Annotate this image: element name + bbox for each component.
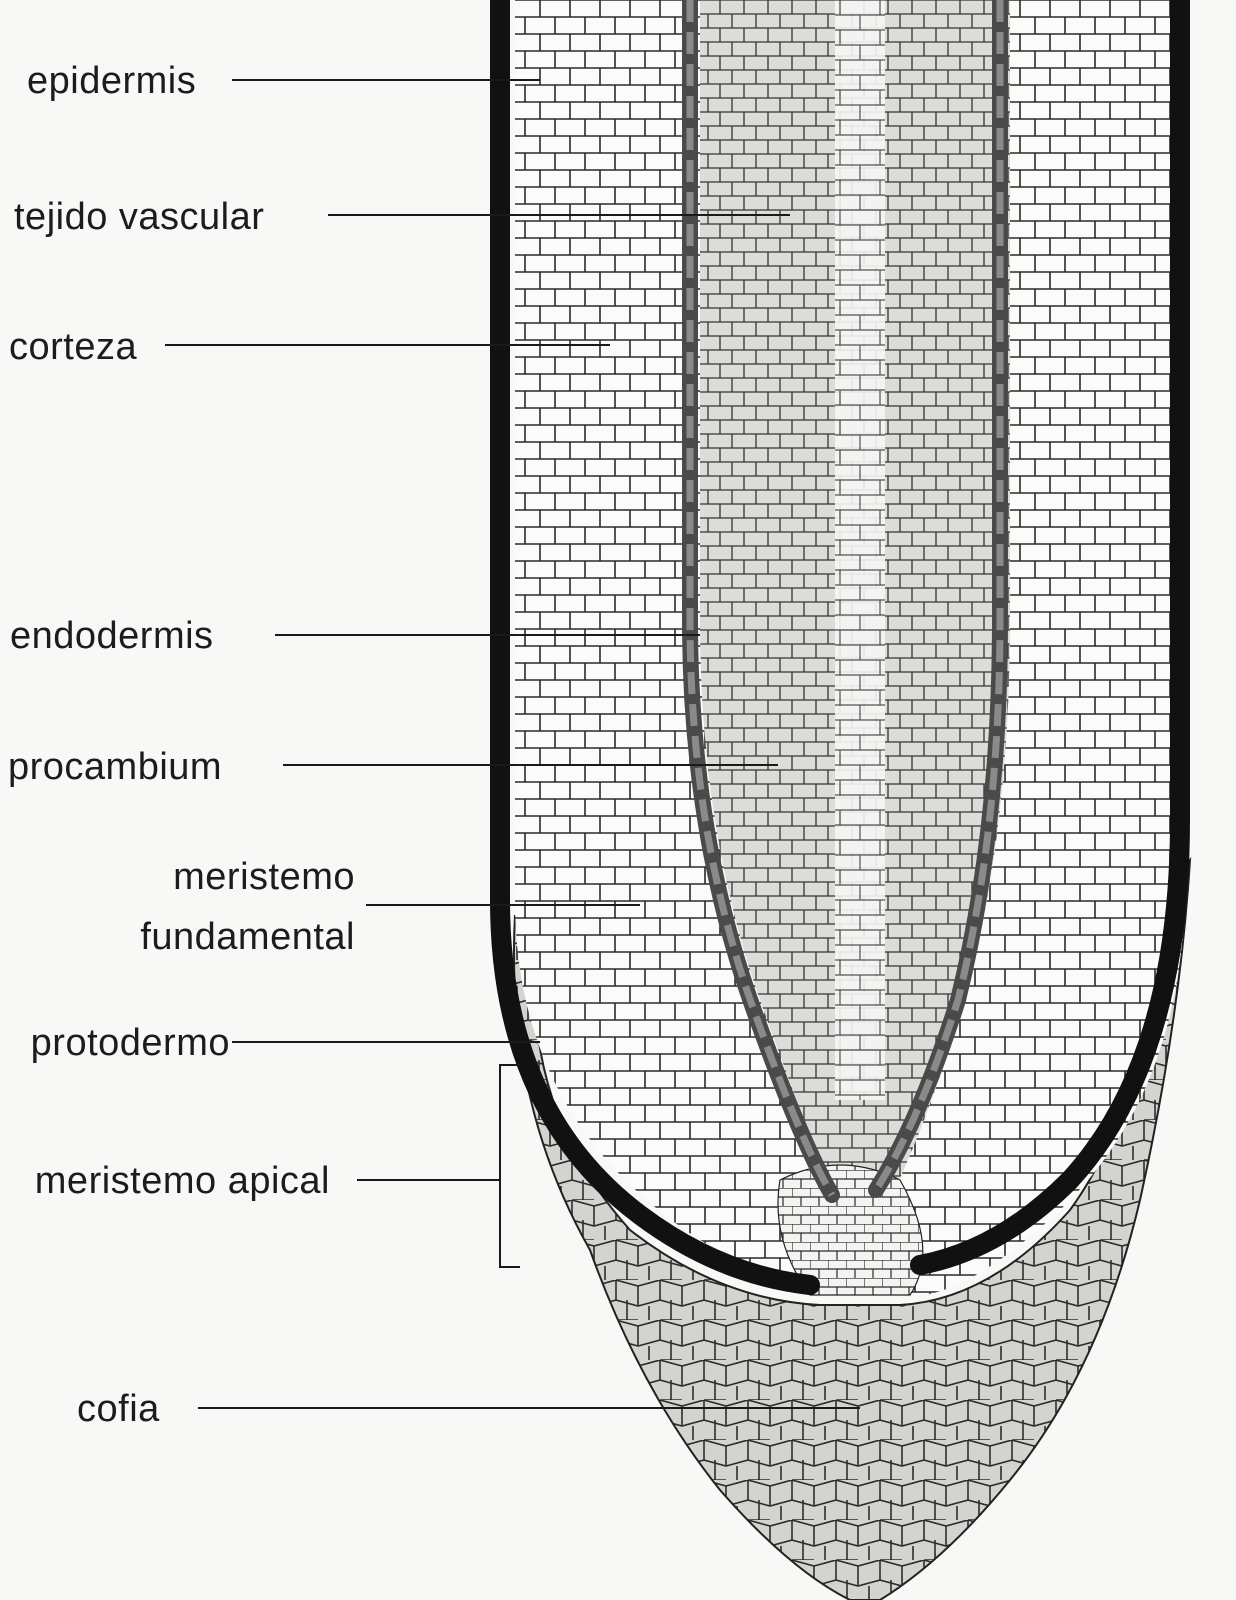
label-meristemo-line1: meristemo — [173, 856, 355, 898]
endodermis-band — [682, 0, 1008, 1203]
label-epidermis: epidermis — [27, 60, 197, 102]
label-protodermo: protodermo — [30, 1022, 230, 1064]
epidermis-outline — [490, 0, 1190, 1295]
apical-meristem-cells — [777, 1164, 924, 1296]
root-cap — [512, 856, 1192, 1600]
label-endodermis: endodermis — [10, 615, 214, 657]
label-procambium: procambium — [8, 746, 223, 788]
label-corteza: corteza — [9, 326, 138, 368]
label-meristemo-line2: fundamental — [140, 916, 355, 958]
label-cofia: cofia — [77, 1388, 160, 1430]
label-tejido-vascular: tejido vascular — [14, 196, 265, 238]
bracket-meristemo-apical — [499, 1064, 520, 1268]
label-meristemo-apical: meristemo apical — [34, 1160, 330, 1202]
leader-lines — [165, 79, 860, 1409]
